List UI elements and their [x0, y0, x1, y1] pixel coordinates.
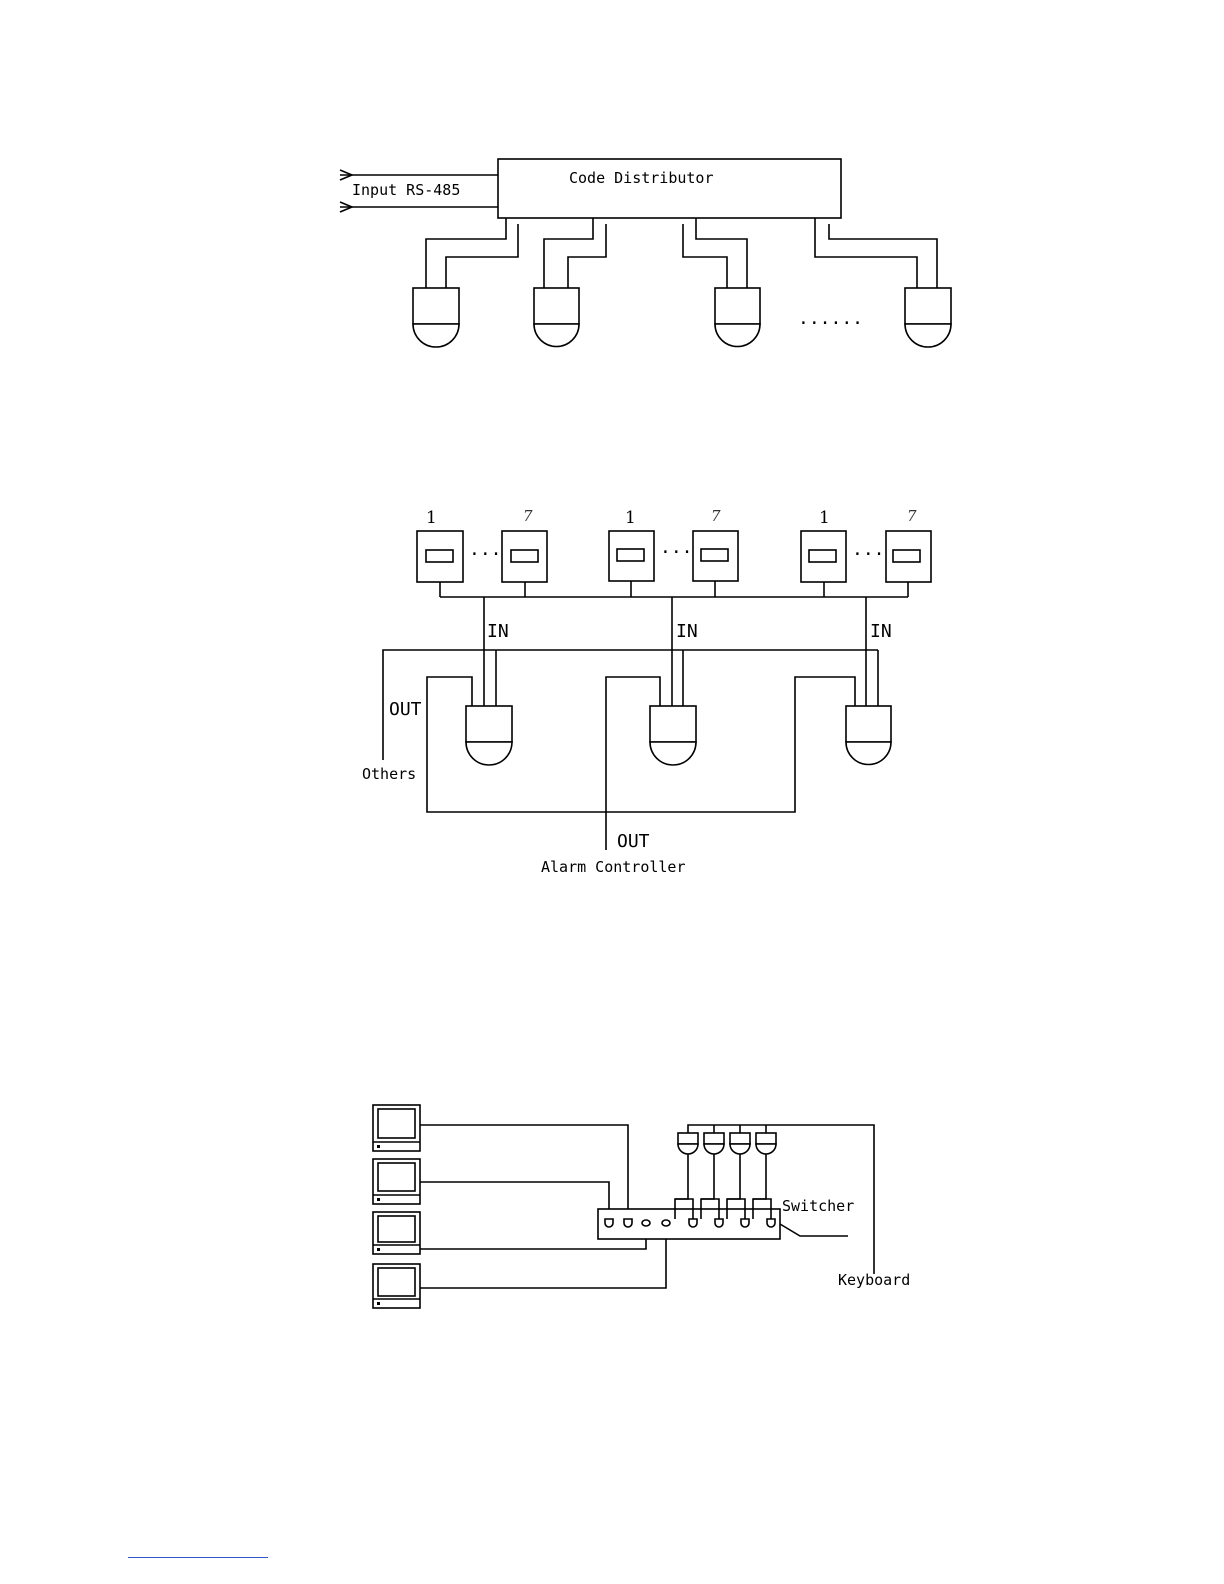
dome-camera-4 [905, 288, 951, 347]
switcher-dome-camera-3 [730, 1133, 750, 1154]
alarm-detector-group3-first [801, 531, 846, 582]
alarm-detector-group2-first [609, 531, 654, 581]
group1-dots: ··· [469, 544, 502, 565]
monitor-3 [373, 1212, 420, 1254]
in-label-2: IN [676, 621, 698, 642]
alarm-detector-group2-last [693, 531, 738, 581]
diagram-code-distributor: Code Distributor Input RS-485 [340, 159, 951, 347]
diagram-switcher: Switcher Keyboard [373, 1105, 910, 1308]
group3-label-last: 7 [907, 507, 917, 525]
group2-label-last: 7 [711, 507, 721, 525]
out-label-left: OUT [389, 699, 422, 720]
switcher-dome-camera-4 [756, 1133, 776, 1154]
group2-label-first: 1 [625, 508, 636, 528]
alarm-detector-group3-last [886, 531, 931, 582]
monitor-cables [420, 1125, 666, 1288]
switcher-dome-camera-1 [678, 1133, 698, 1154]
group1-label-last: 7 [523, 507, 533, 525]
dome-camera-3 [715, 288, 760, 347]
dome-camera-1 [413, 288, 459, 347]
footnote-separator [128, 1557, 268, 1558]
more-cameras-ellipsis: ...... [798, 308, 863, 329]
alarm-dome-camera-2 [650, 706, 696, 765]
monitor-1 [373, 1105, 420, 1151]
code-distributor-box [498, 159, 841, 218]
group2-dots: ··· [660, 542, 693, 563]
group1-label-first: 1 [426, 508, 437, 528]
dome-camera-2 [534, 288, 579, 347]
alarm-detector-group1-last [502, 531, 547, 582]
alarm-controller-label: Alarm Controller [541, 858, 686, 876]
in-label-1: IN [487, 621, 509, 642]
monitor-2 [373, 1159, 420, 1204]
diagram-alarm-wiring: 1 7 ··· 1 7 ··· 1 7 ··· [362, 507, 931, 876]
keyboard-label: Keyboard [838, 1271, 910, 1289]
alarm-detector-group1-first [417, 531, 463, 582]
alarm-out-label: OUT [617, 831, 650, 852]
switcher-label: Switcher [782, 1197, 854, 1215]
camera-cables [426, 218, 937, 288]
alarm-dome-camera-3 [846, 706, 891, 765]
group3-dots: ··· [852, 544, 885, 565]
others-label: Others [362, 765, 416, 783]
alarm-dome-camera-1 [466, 706, 512, 765]
monitor-4 [373, 1264, 420, 1308]
in-lines [484, 597, 878, 706]
input-rs485-label: Input RS-485 [352, 181, 460, 199]
in-label-3: IN [870, 621, 892, 642]
code-distributor-label: Code Distributor [569, 169, 714, 187]
switcher-dome-camera-2 [704, 1133, 724, 1154]
group3-label-first: 1 [819, 508, 830, 528]
others-out-line [383, 650, 878, 760]
detector-bus [440, 581, 908, 597]
